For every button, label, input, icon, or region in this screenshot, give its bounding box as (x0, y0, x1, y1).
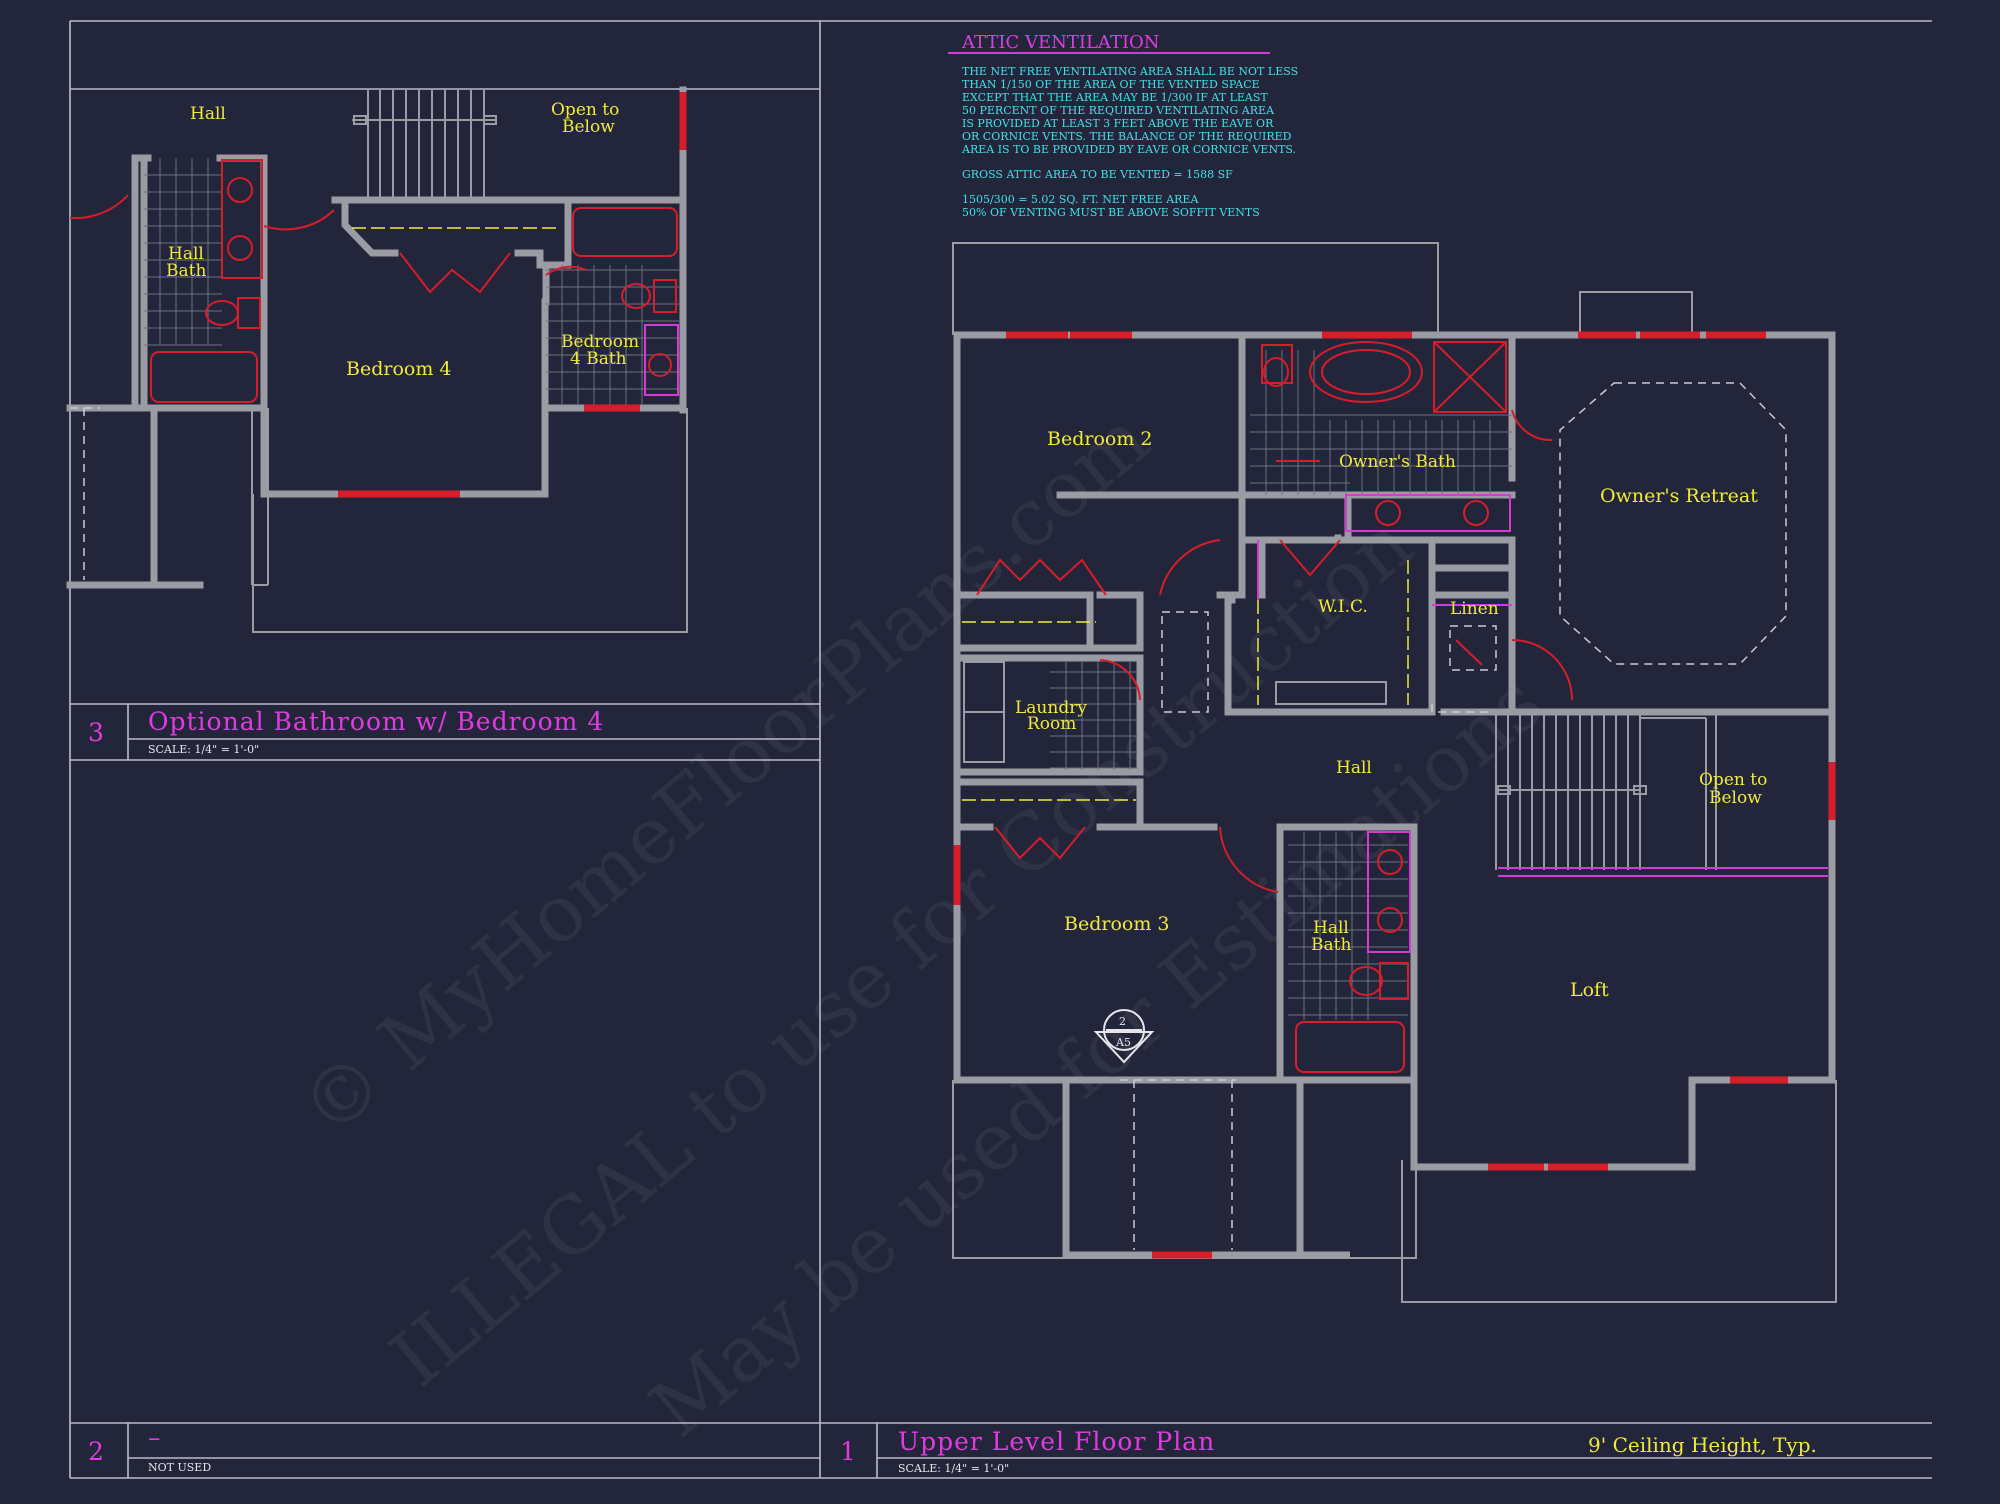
linen-label: Linen (1450, 599, 1499, 619)
upper-interior-walls (953, 331, 1836, 1084)
bedroom-2-label: Bedroom 2 (1047, 428, 1152, 450)
laundry-label-2: Room (1027, 714, 1076, 734)
attic-gross-area: GROSS ATTIC AREA TO BE VENTED = 1588 SF (962, 168, 1233, 181)
linen-dashed (1449, 625, 1497, 671)
owners-retreat-label: Owner's Retreat (1600, 485, 1758, 507)
panel-1-plan: 2 A5 Bedroom 2 Owner's Bath Owner's Retr… (952, 242, 1837, 1303)
owners-retreat-ceiling (1559, 382, 1787, 665)
panel-2-note: NOT USED (148, 1461, 211, 1474)
upper-hall-bath-label-1: Hall (1313, 918, 1349, 938)
wic-label: W.I.C. (1318, 597, 1368, 617)
section-marker-top: 2 (1119, 1015, 1126, 1028)
chase-dashed (1161, 611, 1209, 713)
bedroom-3-label: Bedroom 3 (1064, 913, 1169, 935)
section-marker: 2 A5 (1093, 1009, 1155, 1064)
attic-heading: ATTIC VENTILATION (961, 32, 1160, 53)
panel-1-number: 1 (840, 1437, 856, 1466)
wic-fixtures (1257, 539, 1409, 705)
panel-3-scale: SCALE: 1/4" = 1'-0" (148, 743, 259, 756)
owners-bath-label: Owner's Bath (1339, 452, 1456, 472)
attic-calc-2: 50% OF VENTING MUST BE ABOVE SOFFIT VENT… (962, 206, 1260, 219)
upper-hall-label: Hall (1336, 758, 1372, 778)
panel-1-scale: SCALE: 1/4" = 1'-0" (898, 1462, 1009, 1475)
loft-label: Loft (1570, 979, 1609, 1001)
upper-hall-bath-label-2: Bath (1311, 935, 1351, 955)
attic-ventilation-note: ATTIC VENTILATION THE NET FREE VENTILATI… (948, 32, 1298, 219)
ceiling-height-note: 9' Ceiling Height, Typ. (1588, 1433, 1817, 1457)
laundry-fixtures (963, 659, 1141, 770)
panel-3-number: 3 (88, 718, 104, 747)
p3-open-below-label-2: Below (562, 117, 615, 137)
panel-2-number: 2 (88, 1437, 104, 1466)
panel-3-title: Optional Bathroom w/ Bedroom 4 (148, 707, 604, 736)
panel-3-hall-bath-fixtures (69, 158, 335, 403)
attic-line: 50 PERCENT OF THE REQUIRED VENTILATING A… (962, 104, 1275, 117)
upper-windows (953, 331, 1836, 1259)
p3-bed4-bath-label-2: 4 Bath (570, 349, 627, 369)
p3-bed4-bath-label-1: Bedroom (561, 332, 639, 352)
p3-hall-label: Hall (190, 104, 226, 124)
attic-line: THE NET FREE VENTILATING AREA SHALL BE N… (962, 65, 1298, 78)
owners-bath-fixtures (1250, 341, 1553, 532)
p3-bedroom-4-label: Bedroom 4 (346, 358, 451, 380)
attic-calc-1: 1505/300 = 5.02 SQ. FT. NET FREE AREA (962, 193, 1199, 206)
upper-stair-railing (1495, 712, 1828, 877)
panel-1-title: Upper Level Floor Plan (898, 1427, 1215, 1456)
attic-line: IS PROVIDED AT LEAST 3 FEET ABOVE THE EA… (962, 117, 1274, 130)
attic-line: THAN 1/150 OF THE AREA OF THE VENTED SPA… (962, 78, 1260, 91)
open-below-label-2: Below (1709, 788, 1762, 808)
p3-hall-bath-label-2: Bath (166, 261, 206, 281)
sheet-frames (69, 20, 1932, 1479)
attic-line: EXCEPT THAT THE AREA MAY BE 1/300 IF AT … (962, 91, 1268, 104)
stair-railing (352, 90, 497, 197)
panel-3-plan: Hall Open to Below Hall Bath Bedroom 4 B… (66, 86, 688, 633)
upper-exterior-walls (953, 331, 1836, 1259)
laundry-label-1: Laundry (1015, 698, 1087, 718)
panel-3-windows (338, 92, 687, 498)
hall-bath-fixtures (1288, 831, 1411, 1073)
p3-open-below-label-1: Open to (551, 100, 619, 120)
attic-line: OR CORNICE VENTS. THE BALANCE OF THE REQ… (962, 130, 1292, 143)
attic-line: AREA IS TO BE PROVIDED BY EAVE OR CORNIC… (961, 143, 1296, 156)
panel-3-bed4-bath-fixtures (545, 207, 680, 405)
p3-hall-bath-label-1: Hall (168, 244, 204, 264)
panel-2-title: – (148, 1423, 162, 1452)
section-marker-bottom: A5 (1115, 1036, 1131, 1049)
open-below-label-1: Open to (1699, 770, 1767, 790)
